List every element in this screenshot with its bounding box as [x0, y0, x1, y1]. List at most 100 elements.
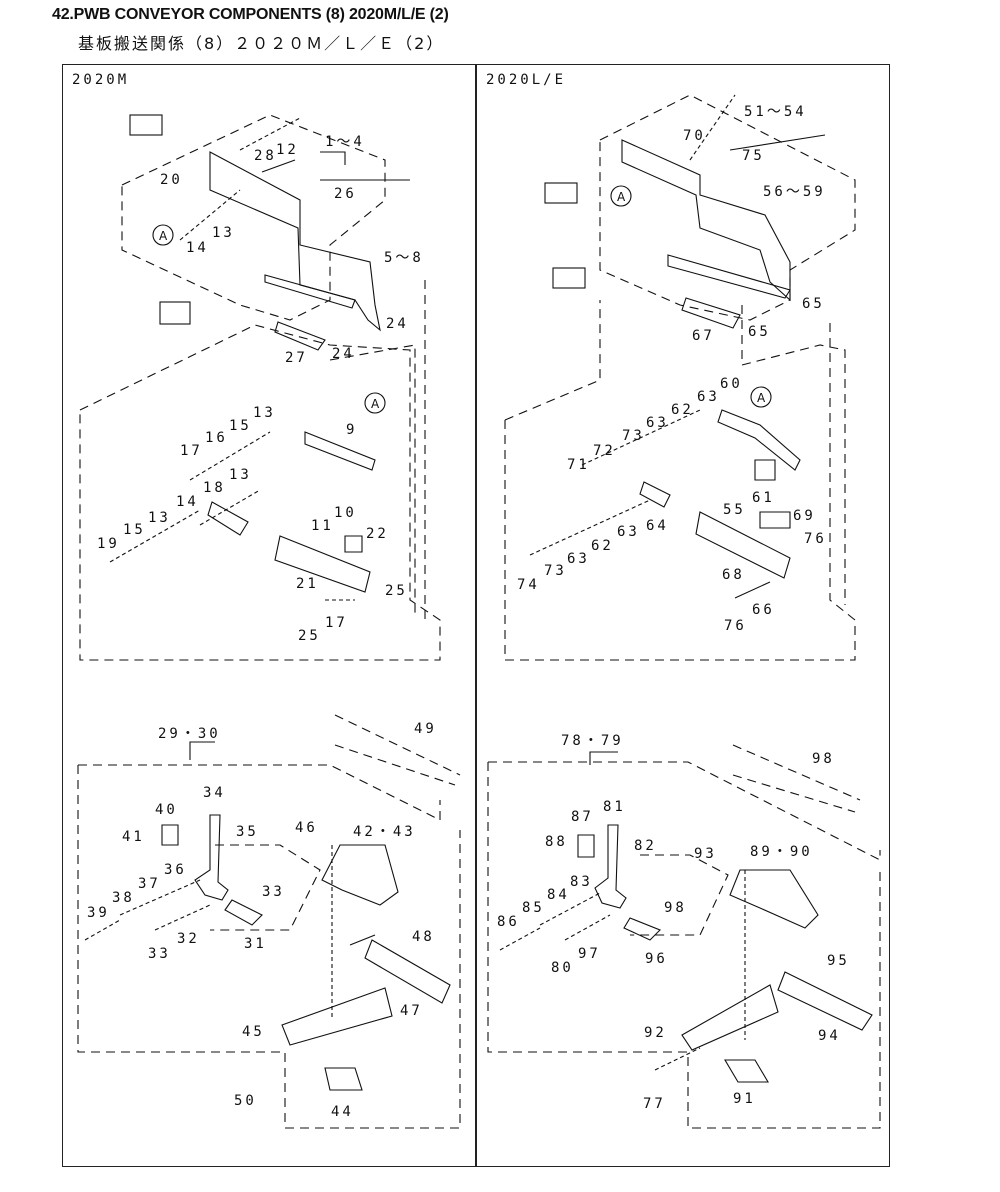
callout-20: 20	[160, 172, 183, 188]
callout-15b: 15	[123, 522, 146, 538]
callout-51-54: 51～54	[744, 104, 807, 120]
callout-17b: 17	[325, 615, 348, 631]
reference-a-2: A	[371, 397, 380, 411]
callout-41: 41	[122, 829, 145, 845]
callout-24a: 24	[386, 316, 409, 332]
callout-69: 69	[793, 508, 816, 524]
callout-25a: 25	[385, 583, 408, 599]
callout-21: 21	[296, 576, 319, 592]
reference-circle-a-2	[364, 392, 386, 414]
callout-22: 22	[366, 526, 389, 542]
panel-label-2020m: 2020M	[72, 72, 130, 88]
callout-16: 16	[205, 430, 228, 446]
callout-19: 19	[97, 536, 120, 552]
assembly-bottom-left	[77, 714, 461, 1129]
callout-26: 26	[334, 186, 357, 202]
assembly-top-right	[504, 94, 856, 661]
callout-24b: 24	[332, 346, 355, 362]
callout-42-43: 42・43	[353, 824, 416, 840]
callout-86: 86	[497, 914, 520, 930]
callout-13c: 13	[229, 467, 252, 483]
callout-75: 75	[742, 148, 765, 164]
callout-15a: 15	[229, 418, 252, 434]
callout-13b: 13	[253, 405, 276, 421]
assembly-bottom-right	[487, 744, 881, 1129]
callout-9: 9	[346, 422, 357, 438]
callout-96: 96	[645, 951, 668, 967]
callout-63c: 63	[617, 524, 640, 540]
callout-47: 47	[400, 1003, 423, 1019]
reference-a-4: A	[757, 391, 766, 405]
callout-68: 68	[722, 567, 745, 583]
callout-5-8: 5～8	[384, 250, 424, 266]
callout-33a: 33	[262, 884, 285, 900]
callout-45: 45	[242, 1024, 265, 1040]
callout-97: 97	[578, 946, 601, 962]
callout-76a: 76	[804, 531, 827, 547]
callout-27: 27	[285, 350, 308, 366]
callout-63b: 63	[646, 415, 669, 431]
callout-70: 70	[683, 128, 706, 144]
callout-82: 82	[634, 838, 657, 854]
callout-73b: 73	[544, 563, 567, 579]
callout-94: 94	[818, 1028, 841, 1044]
callout-12: 12	[276, 142, 299, 158]
callout-25b: 25	[298, 628, 321, 644]
callout-36: 36	[164, 862, 187, 878]
reference-circle-a-1	[152, 224, 174, 246]
callout-61: 61	[752, 490, 775, 506]
callout-98b: 98	[664, 900, 687, 916]
assembly-top-left	[79, 114, 441, 661]
callout-83: 83	[570, 874, 593, 890]
callout-18: 18	[203, 480, 226, 496]
reference-circle-a-3	[610, 185, 632, 207]
reference-a-3: A	[617, 190, 626, 204]
callout-93: 93	[694, 846, 717, 862]
callout-87: 87	[571, 809, 594, 825]
callout-62a: 62	[671, 402, 694, 418]
callout-65b: 65	[748, 324, 771, 340]
callout-13a: 13	[212, 225, 235, 241]
panel-divider	[475, 64, 477, 1167]
callout-77: 77	[643, 1096, 666, 1112]
callout-34: 34	[203, 785, 226, 801]
callout-14a: 14	[186, 240, 209, 256]
callout-50: 50	[234, 1093, 257, 1109]
callout-40: 40	[155, 802, 178, 818]
callout-78-79: 78・79	[561, 733, 624, 749]
callout-74: 74	[517, 577, 540, 593]
callout-60: 60	[720, 376, 743, 392]
page-subtitle: 基板搬送関係（8）２０２０Ｍ／Ｌ／Ｅ（2）	[78, 34, 445, 53]
page-title: 42.PWB CONVEYOR COMPONENTS (8) 2020M/L/E…	[52, 6, 449, 23]
callout-71: 71	[567, 457, 590, 473]
callout-49: 49	[414, 721, 437, 737]
callout-33b: 33	[148, 946, 171, 962]
reference-circle-a-4	[750, 386, 772, 408]
callout-91: 91	[733, 1091, 756, 1107]
callout-98a: 98	[812, 751, 835, 767]
callout-39: 39	[87, 905, 110, 921]
reference-a-1: A	[159, 229, 168, 243]
callout-64: 64	[646, 518, 669, 534]
callout-14b: 14	[176, 494, 199, 510]
callout-73a: 73	[622, 428, 645, 444]
callout-17a: 17	[180, 443, 203, 459]
callout-56-59: 56～59	[763, 184, 826, 200]
callout-1-4: 1～4	[325, 134, 365, 150]
callout-76b: 76	[724, 618, 747, 634]
callout-37: 37	[138, 876, 161, 892]
callout-44: 44	[331, 1104, 354, 1120]
callout-13d: 13	[148, 510, 171, 526]
callout-46: 46	[295, 820, 318, 836]
callout-84: 84	[547, 887, 570, 903]
callout-85: 85	[522, 900, 545, 916]
panel-label-2020le: 2020L/E	[486, 72, 567, 88]
callout-63d: 63	[567, 551, 590, 567]
callout-10: 10	[334, 505, 357, 521]
callout-81: 81	[603, 799, 626, 815]
callout-65a: 65	[802, 296, 825, 312]
callout-29-30: 29・30	[158, 726, 221, 742]
callout-67: 67	[692, 328, 715, 344]
callout-55: 55	[723, 502, 746, 518]
